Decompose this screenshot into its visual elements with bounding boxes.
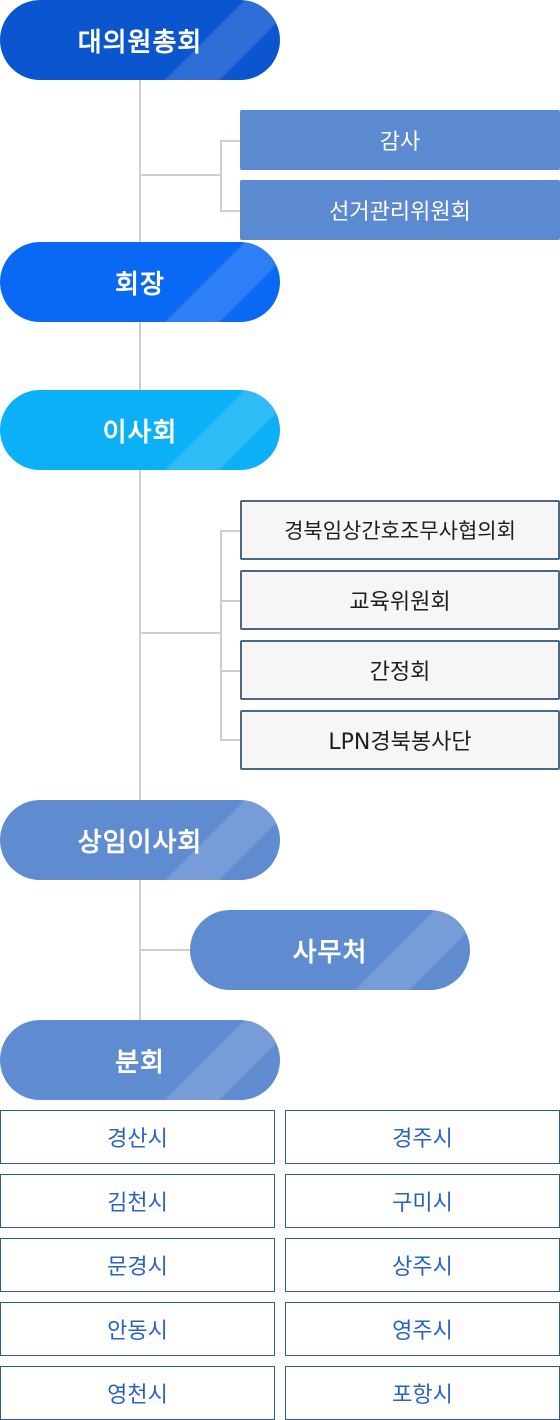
main-trunk-line-1 xyxy=(139,80,141,242)
general-assembly-label: 대의원총회 xyxy=(77,27,203,58)
audit-stub-1 xyxy=(220,140,240,142)
audit-bracket-v xyxy=(220,140,222,211)
city-box: 상주시 xyxy=(285,1238,560,1292)
audit-branch-h xyxy=(140,174,221,176)
city-box: 영주시 xyxy=(285,1302,560,1356)
committee-stub-2 xyxy=(220,600,240,602)
board-node: 이사회 xyxy=(0,390,280,470)
board-label: 이사회 xyxy=(102,417,178,448)
main-trunk-line-3 xyxy=(139,470,141,800)
main-trunk-line-2 xyxy=(139,322,141,390)
secretariat-label: 사무처 xyxy=(292,937,368,968)
city-box: 안동시 xyxy=(0,1302,275,1356)
standing-board-label: 상임이사회 xyxy=(77,827,203,858)
committee-box-volunteer: LPN경북봉사단 xyxy=(240,710,560,770)
audit-stub-2 xyxy=(220,210,240,212)
city-box: 경산시 xyxy=(0,1110,275,1164)
committee-stub-1 xyxy=(220,530,240,532)
secretariat-node: 사무처 xyxy=(190,910,470,990)
branches-label: 분회 xyxy=(115,1047,165,1078)
city-box: 김천시 xyxy=(0,1174,275,1228)
committee-stub-3 xyxy=(220,670,240,672)
committee-branch-h xyxy=(140,632,221,634)
standing-board-node: 상임이사회 xyxy=(0,800,280,880)
committee-box-education: 교육위원회 xyxy=(240,570,560,630)
secretariat-branch-h xyxy=(140,949,192,951)
city-box: 문경시 xyxy=(0,1238,275,1292)
committee-bracket-v xyxy=(220,530,222,740)
audit-box: 감사 xyxy=(240,110,560,170)
branches-node: 분회 xyxy=(0,1020,280,1100)
election-committee-box: 선거관리위원회 xyxy=(240,180,560,240)
city-box: 구미시 xyxy=(285,1174,560,1228)
president-label: 회장 xyxy=(115,269,165,300)
city-box: 경주시 xyxy=(285,1110,560,1164)
president-node: 회장 xyxy=(0,242,280,322)
committee-box-ganjeong: 간정회 xyxy=(240,640,560,700)
committee-box-clinical: 경북임상간호조무사협의회 xyxy=(240,500,560,560)
general-assembly-node: 대의원총회 xyxy=(0,0,280,80)
city-box: 영천시 xyxy=(0,1366,275,1420)
city-box: 포항시 xyxy=(285,1366,560,1420)
committee-stub-4 xyxy=(220,739,240,741)
